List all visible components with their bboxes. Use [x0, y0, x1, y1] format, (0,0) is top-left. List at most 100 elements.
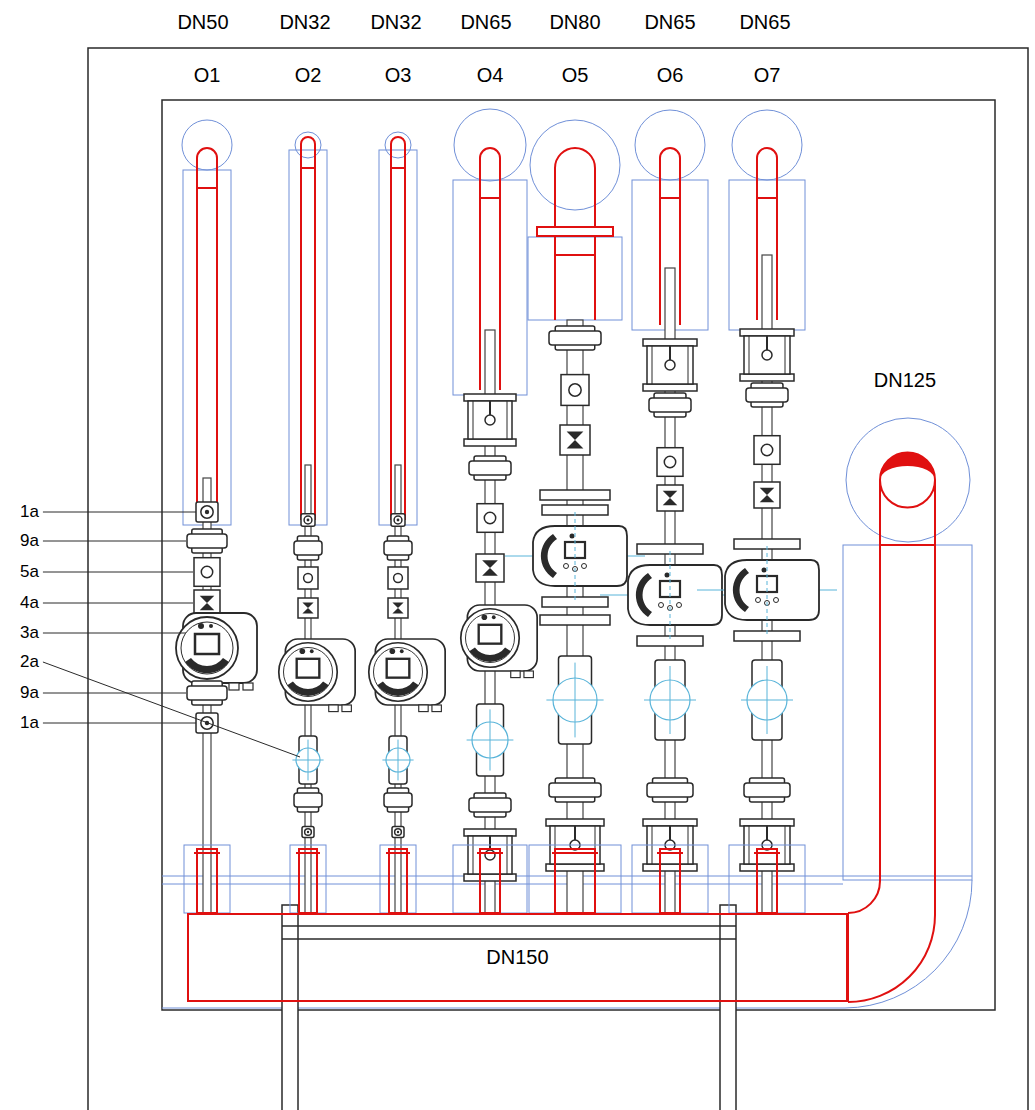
leader-line: [43, 572, 193, 573]
lever-handle: [485, 850, 495, 860]
riser-cap: [880, 453, 935, 508]
pump-button: [677, 603, 682, 608]
leader-line: [43, 693, 186, 694]
riser-pipe: [848, 480, 935, 1002]
lever-valve: [785, 336, 786, 374]
pipe-union: [469, 798, 511, 812]
lever-valve: [473, 401, 474, 439]
stub-insulation: [184, 845, 230, 913]
ball-valve: [302, 827, 314, 838]
pipe-label: DN65: [460, 11, 511, 34]
pump-body: [533, 526, 627, 586]
check-valve: [754, 482, 780, 508]
branch-column: [176, 120, 257, 913]
pipe-label: DN32: [279, 11, 330, 34]
circulation-pump: [725, 546, 819, 634]
circulation-pump: [279, 639, 355, 712]
pipe-label: O2: [295, 64, 322, 87]
insulated-stub: [197, 849, 217, 913]
pipe-label: DN125: [874, 369, 936, 392]
check-valve: [388, 598, 408, 618]
pump-button: [492, 615, 496, 619]
insulated-stub: [657, 852, 683, 854]
riser-end-view: [846, 418, 970, 542]
strainer: [754, 436, 780, 465]
strainer: [484, 512, 495, 523]
leader-line: [43, 723, 196, 724]
callout-number: 1a: [20, 713, 39, 733]
pump-head: [279, 643, 337, 701]
lever-valve: [740, 329, 794, 336]
stand-leg: [720, 905, 736, 1110]
ball-valve: [397, 831, 399, 833]
pipe-insulation: [183, 170, 231, 525]
leader-line: [43, 512, 196, 513]
center-line: [670, 666, 671, 734]
center-line: [575, 512, 576, 600]
strainer: [761, 444, 772, 455]
insulated-pipe: [197, 187, 217, 189]
pump-gland: [329, 705, 338, 712]
lever-valve: [688, 346, 689, 384]
insulation-line: [162, 1008, 845, 1009]
lever-valve: [546, 819, 604, 826]
check-valve: [298, 598, 318, 618]
pipe-label: DN32: [370, 11, 421, 34]
insulated-stub: [296, 852, 320, 854]
insulated-pipe: [555, 254, 595, 256]
pump-button: [570, 534, 575, 539]
pipe-union: [744, 783, 790, 797]
pipe-union: [187, 686, 227, 700]
center-line: [767, 666, 768, 734]
pump-body: [725, 560, 819, 620]
pump-gland: [229, 683, 239, 690]
pump-ring: [377, 681, 418, 695]
pipe-union: [384, 793, 412, 807]
pipe-union: [187, 534, 227, 548]
lever-valve: [647, 346, 693, 384]
insulated-pipe: [480, 197, 500, 199]
lever-valve: [464, 439, 516, 446]
strainer: [569, 384, 581, 396]
pump-button: [310, 649, 314, 653]
lever-handle: [485, 415, 495, 425]
callout-number: 3a: [20, 623, 39, 643]
elbow-insulation: [845, 880, 972, 1008]
lever-valve: [473, 836, 474, 874]
lever-handle: [762, 350, 772, 360]
stub-insulation: [632, 845, 708, 913]
pipe-insulation: [528, 237, 622, 320]
center-line: [398, 740, 399, 781]
pump-button: [209, 624, 213, 628]
stand-bar: [282, 938, 736, 940]
pipe-label: DN65: [644, 11, 695, 34]
pump-button: [400, 649, 404, 653]
pipe-end-view: [385, 132, 411, 158]
lever-valve: [507, 836, 508, 874]
pump-ring: [185, 658, 229, 673]
pump-button: [756, 598, 761, 603]
lever-handle: [665, 360, 675, 370]
check-valve-symbol: [200, 596, 215, 611]
insulated-stub: [757, 849, 777, 913]
pipe-union: [294, 793, 322, 807]
riser-pipe: [880, 544, 935, 546]
lever-valve: [468, 401, 512, 439]
riser-cap-hatch: [880, 452, 935, 480]
insulated-pipe: [757, 197, 777, 199]
ball-valve: [301, 514, 315, 527]
check-valve: [476, 554, 504, 582]
leader-line: [43, 633, 186, 634]
pump-display: [479, 625, 502, 644]
pipe-end-view: [295, 132, 321, 158]
ball-valve: [395, 829, 402, 836]
check-valve-symbol: [567, 432, 584, 449]
pump-head: [181, 622, 233, 674]
strainer: [388, 567, 408, 589]
pump-ring: [469, 647, 510, 661]
pump-ring: [541, 534, 557, 578]
strainer: [201, 566, 212, 577]
lever-valve: [643, 384, 697, 391]
pump-gland: [419, 705, 428, 712]
